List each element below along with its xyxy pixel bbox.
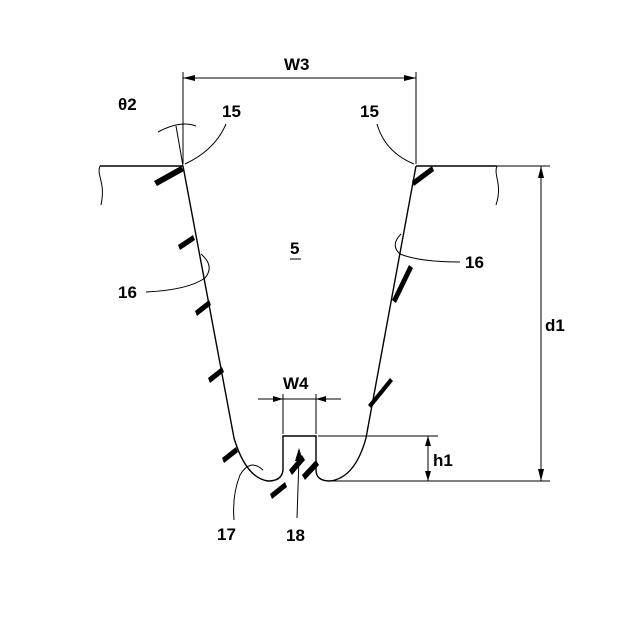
ref16-left-label: 16 — [118, 283, 137, 302]
w4-label: W4 — [283, 374, 309, 393]
theta2-ext-line — [176, 126, 183, 166]
w3-arrow-right — [404, 75, 416, 81]
ref18-arrow — [295, 448, 303, 461]
w3-label: W3 — [284, 55, 310, 74]
ref15-left-label: 15 — [222, 102, 241, 121]
ref15-right-leader — [377, 124, 414, 164]
ref15-left-leader — [185, 124, 226, 164]
groove-outline — [183, 166, 416, 481]
ref17-leader — [234, 465, 263, 520]
break-line-left — [99, 166, 102, 205]
d1-arrow-bottom — [538, 469, 544, 481]
ref17-label: 17 — [217, 525, 236, 544]
w4-arrow-left — [273, 396, 283, 402]
w3-arrow-left — [183, 75, 195, 81]
theta2-label: θ2 — [118, 95, 137, 114]
ref16-right-label: 16 — [465, 253, 484, 272]
h1-arrow-bottom — [425, 471, 431, 481]
ref15-right-label: 15 — [360, 102, 379, 121]
break-line-right — [496, 166, 499, 205]
groove-label: 5 — [290, 239, 299, 258]
ref16-left-leader — [146, 254, 209, 292]
d1-arrow-top — [538, 166, 544, 178]
ref16-right-leader — [395, 234, 460, 262]
ref18-label: 18 — [286, 526, 305, 545]
d1-label: d1 — [545, 316, 565, 335]
rubber-hatching — [154, 166, 434, 499]
h1-label: h1 — [433, 451, 453, 470]
w4-arrow-right — [316, 396, 326, 402]
h1-arrow-top — [425, 436, 431, 446]
